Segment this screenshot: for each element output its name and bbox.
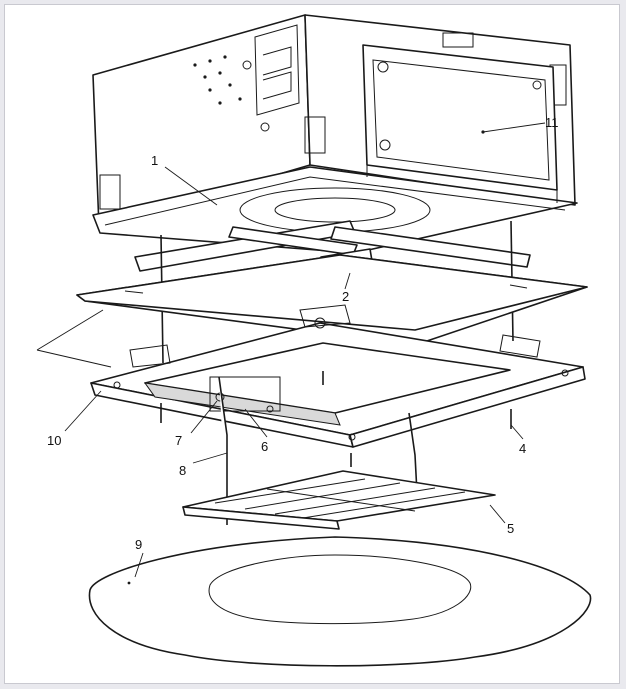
callout-8: 8 bbox=[179, 463, 186, 478]
air-filter bbox=[182, 470, 496, 530]
panel-frame bbox=[90, 304, 586, 448]
callout-1: 1 bbox=[151, 153, 158, 168]
leader-lines bbox=[36, 122, 546, 578]
callout-6: 6 bbox=[261, 439, 268, 454]
connection-cables bbox=[218, 376, 418, 525]
callout-2: 2 bbox=[342, 289, 349, 304]
callout-10: 10 bbox=[47, 433, 61, 448]
insulation-gasket bbox=[76, 254, 588, 346]
electrical-control-box bbox=[362, 44, 558, 203]
callout-5: 5 bbox=[507, 521, 514, 536]
callout-7: 7 bbox=[175, 433, 182, 448]
callout-labels: 1 2 4 5 6 7 8 9 10 11 bbox=[47, 115, 559, 552]
callout-9: 9 bbox=[135, 537, 142, 552]
callout-11: 11 bbox=[545, 115, 559, 130]
exploded-view-diagram: 1 2 4 5 6 7 8 9 10 11 bbox=[36, 14, 592, 667]
callout-4: 4 bbox=[519, 441, 526, 456]
diagram-frame: 1 2 4 5 6 7 8 9 10 11 bbox=[4, 4, 620, 684]
front-panel bbox=[88, 536, 592, 667]
